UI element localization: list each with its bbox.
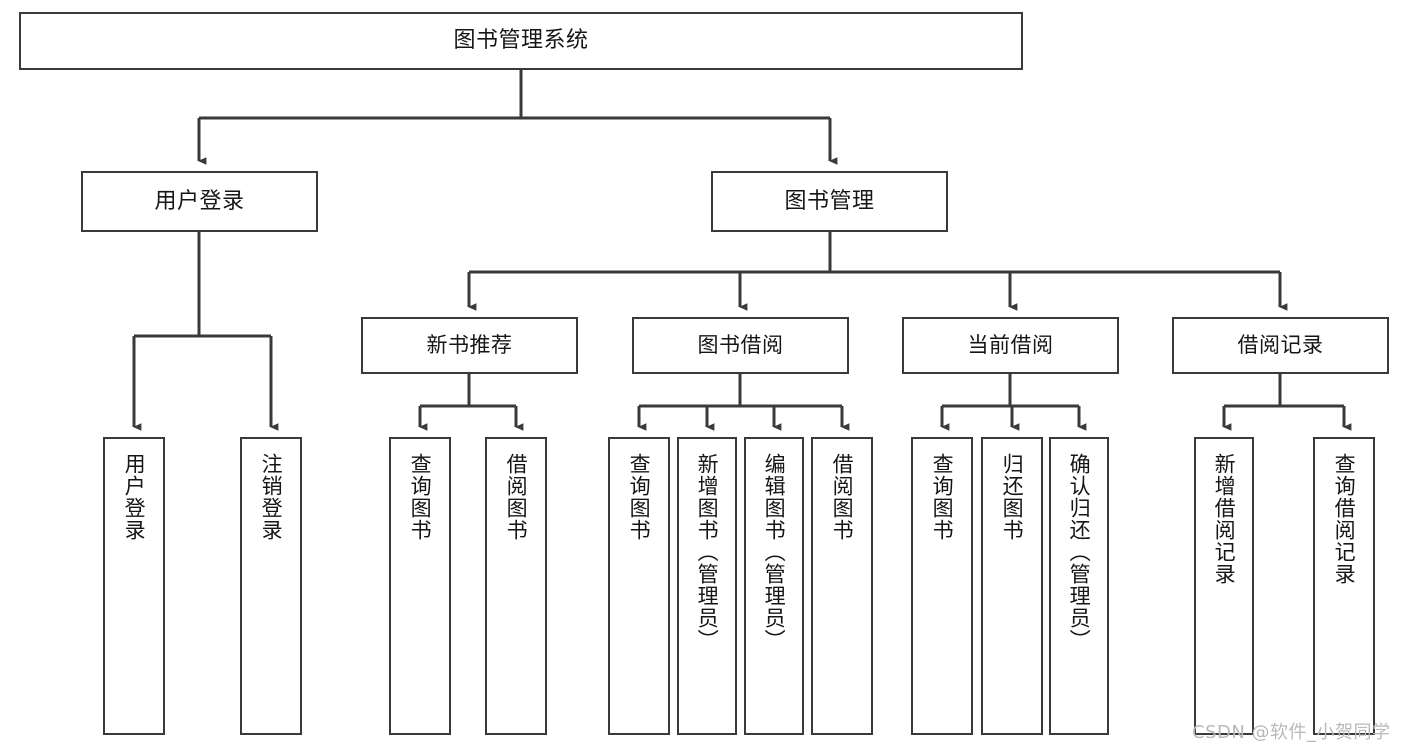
node-user-login-label: 用户登录 <box>154 188 245 214</box>
node-borrow-record[interactable]: 借阅记录 <box>1172 317 1389 374</box>
node-leaf-query-borrow-record[interactable]: 查询借阅记录 <box>1313 437 1375 735</box>
node-book-borrow-label: 图书借阅 <box>697 333 784 358</box>
node-leaf-query-book-3-label: 查询图书 <box>930 453 955 541</box>
node-leaf-borrow-book-2[interactable]: 借阅图书 <box>811 437 873 735</box>
watermark: CSDN @软件_小贺同学 <box>1192 722 1391 743</box>
node-leaf-query-book-2[interactable]: 查询图书 <box>608 437 670 735</box>
node-leaf-query-book-3[interactable]: 查询图书 <box>911 437 973 735</box>
node-leaf-user-login-label: 用户登录 <box>122 453 147 541</box>
node-leaf-query-book-2-label: 查询图书 <box>627 453 652 541</box>
node-root-label: 图书管理系统 <box>453 28 589 54</box>
node-leaf-confirm-return-admin[interactable]: 确认归还（管理员） <box>1049 437 1109 735</box>
node-root[interactable]: 图书管理系统 <box>19 12 1023 70</box>
node-leaf-query-book-1-label: 查询图书 <box>408 453 433 541</box>
node-leaf-logout-label: 注销登录 <box>259 453 284 541</box>
node-leaf-edit-book-admin[interactable]: 编辑图书（管理员） <box>744 437 804 735</box>
node-current-borrow[interactable]: 当前借阅 <box>902 317 1119 374</box>
node-leaf-edit-book-admin-label: 编辑图书（管理员） <box>762 453 787 651</box>
node-book-manage-label: 图书管理 <box>784 188 875 214</box>
node-user-login[interactable]: 用户登录 <box>81 171 318 232</box>
node-book-manage[interactable]: 图书管理 <box>711 171 948 232</box>
node-leaf-confirm-return-admin-label: 确认归还（管理员） <box>1067 453 1092 651</box>
node-leaf-borrow-book-1[interactable]: 借阅图书 <box>485 437 547 735</box>
node-leaf-add-book-admin-label: 新增图书（管理员） <box>695 453 720 651</box>
node-leaf-return-book-label: 归还图书 <box>1000 453 1025 541</box>
node-leaf-logout[interactable]: 注销登录 <box>240 437 302 735</box>
node-new-book-recommend[interactable]: 新书推荐 <box>361 317 578 374</box>
node-book-borrow[interactable]: 图书借阅 <box>632 317 849 374</box>
node-leaf-query-book-1[interactable]: 查询图书 <box>389 437 451 735</box>
node-leaf-return-book[interactable]: 归还图书 <box>981 437 1043 735</box>
node-leaf-borrow-book-1-label: 借阅图书 <box>504 453 529 541</box>
node-leaf-user-login[interactable]: 用户登录 <box>103 437 165 735</box>
node-leaf-query-borrow-record-label: 查询借阅记录 <box>1332 453 1357 585</box>
node-leaf-add-borrow-record[interactable]: 新增借阅记录 <box>1194 437 1254 735</box>
node-borrow-record-label: 借阅记录 <box>1237 333 1324 358</box>
node-leaf-add-book-admin[interactable]: 新增图书（管理员） <box>677 437 737 735</box>
node-new-book-recommend-label: 新书推荐 <box>426 333 513 358</box>
node-leaf-borrow-book-2-label: 借阅图书 <box>830 453 855 541</box>
node-current-borrow-label: 当前借阅 <box>967 333 1054 358</box>
node-leaf-add-borrow-record-label: 新增借阅记录 <box>1212 453 1237 585</box>
